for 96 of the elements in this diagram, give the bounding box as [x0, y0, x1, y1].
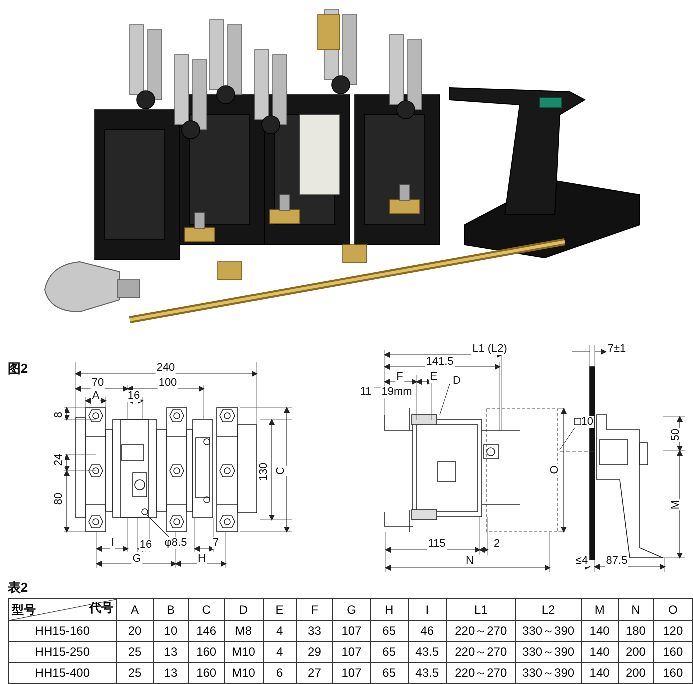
dimension-label: E: [429, 371, 439, 383]
dimension-label: 2: [492, 538, 502, 550]
table-header-cell: H: [370, 598, 408, 620]
table-cell: 140: [582, 620, 618, 642]
table-cell: 4: [263, 620, 296, 642]
table-cell: 120: [654, 620, 692, 642]
row-header-label: 型号: [12, 602, 36, 619]
table-cell: HH15-250: [8, 642, 117, 662]
table-cell: 43.5: [408, 642, 447, 662]
table-cell: 160: [654, 662, 692, 684]
table-cell: 29: [296, 642, 333, 662]
table-cell: 10: [153, 620, 189, 642]
column-header-label: 代号: [89, 600, 114, 617]
table-header-cell: I: [408, 598, 447, 620]
table-cell: 220～270: [446, 662, 516, 684]
table-cell: 43.5: [408, 662, 447, 684]
dimension-label: A: [91, 390, 101, 402]
table-cell: 140: [582, 642, 618, 662]
table-cell: 46: [408, 620, 447, 642]
dimension-label: 7±1: [606, 343, 628, 355]
dimension-label: C: [275, 466, 287, 476]
table-cell: 160: [188, 662, 224, 684]
table-cell: HH15-400: [8, 662, 117, 684]
dimension-label: 141.5: [425, 356, 455, 368]
dimension-label: H: [197, 553, 207, 565]
dimension-label: ≤4: [574, 555, 590, 567]
dimension-label: D: [452, 375, 462, 387]
dimension-label: I: [110, 537, 116, 549]
dimension-label: 8: [53, 410, 65, 420]
table-cell: 107: [332, 620, 371, 642]
table-cell: HH15-160: [8, 620, 117, 642]
table-cell: 146: [188, 620, 224, 642]
dimension-label: 16: [138, 539, 154, 551]
table-header-cell: N: [618, 598, 654, 620]
table-header-cell: B: [153, 598, 189, 620]
table-cell: 6: [263, 662, 296, 684]
table-cell: 140: [582, 662, 618, 684]
table-cell: 65: [370, 620, 408, 642]
table-cell: 25: [116, 662, 154, 684]
dimension-label: 80: [53, 492, 65, 506]
table-header-cell: C: [188, 598, 224, 620]
table-header-cell: O: [654, 598, 692, 620]
dimension-label: □10: [574, 416, 594, 428]
table-cell: 330～390: [516, 620, 582, 642]
table-cell: 65: [370, 662, 408, 684]
table-cell: 330～390: [516, 642, 582, 662]
table-cell: M10: [224, 662, 264, 684]
dimension-label: 130: [258, 462, 270, 482]
dimension-label: 50: [670, 428, 682, 442]
table-cell: 107: [332, 662, 371, 684]
dimension-label: G: [132, 553, 142, 565]
table-header-cell: L2: [516, 598, 582, 620]
dimension-label: 100: [158, 377, 178, 389]
dimension-label: 11: [359, 386, 373, 398]
table-cell: 330～390: [516, 662, 582, 684]
dimension-label: 7: [212, 537, 220, 549]
table-cell: 200: [618, 662, 654, 684]
table-cell: 107: [332, 642, 371, 662]
table-header-cell: E: [263, 598, 296, 620]
dimension-label: L1 (L2): [472, 343, 508, 355]
table-cell: 20: [116, 620, 154, 642]
dimension-label: 115: [427, 538, 447, 550]
table-header-cell: A: [116, 598, 154, 620]
table-cell: 160: [188, 642, 224, 662]
table-cell: 4: [263, 642, 296, 662]
table-cell: 33: [296, 620, 333, 642]
dimension-label: 70: [90, 377, 106, 389]
dimension-label: 16: [126, 390, 142, 402]
table-cell: 25: [116, 642, 154, 662]
dimension-label: 24: [53, 452, 65, 468]
table-cell: 160: [654, 642, 692, 662]
table-cell: 220～270: [446, 642, 516, 662]
table-header-cell: G: [332, 598, 371, 620]
table-cell: M8: [224, 620, 264, 642]
table-cell: M10: [224, 642, 264, 662]
table-cell: 13: [153, 642, 189, 662]
dimension-label: F: [396, 371, 404, 383]
dimension-label: 87.5: [605, 555, 629, 567]
table-header-cell: D: [224, 598, 264, 620]
table-header-cell: L1: [446, 598, 516, 620]
table-cell: 13: [153, 662, 189, 684]
dimension-label: 19mm: [380, 386, 414, 398]
table-header-cell: M: [582, 598, 618, 620]
figure-label: 图2: [6, 363, 30, 375]
dimension-label: N: [465, 555, 475, 567]
dimension-label: M: [670, 499, 682, 511]
table-header-cell: F: [296, 598, 333, 620]
table-cell: 27: [296, 662, 333, 684]
table-cell: 200: [618, 642, 654, 662]
table-cell: 220～270: [446, 620, 516, 642]
dimension-label: 240: [156, 362, 176, 374]
table-label: 表2: [6, 582, 30, 594]
dimension-label: O: [549, 464, 561, 476]
table-cell: 65: [370, 642, 408, 662]
dimension-label: φ8.5: [164, 537, 188, 549]
table-cell: 180: [618, 620, 654, 642]
